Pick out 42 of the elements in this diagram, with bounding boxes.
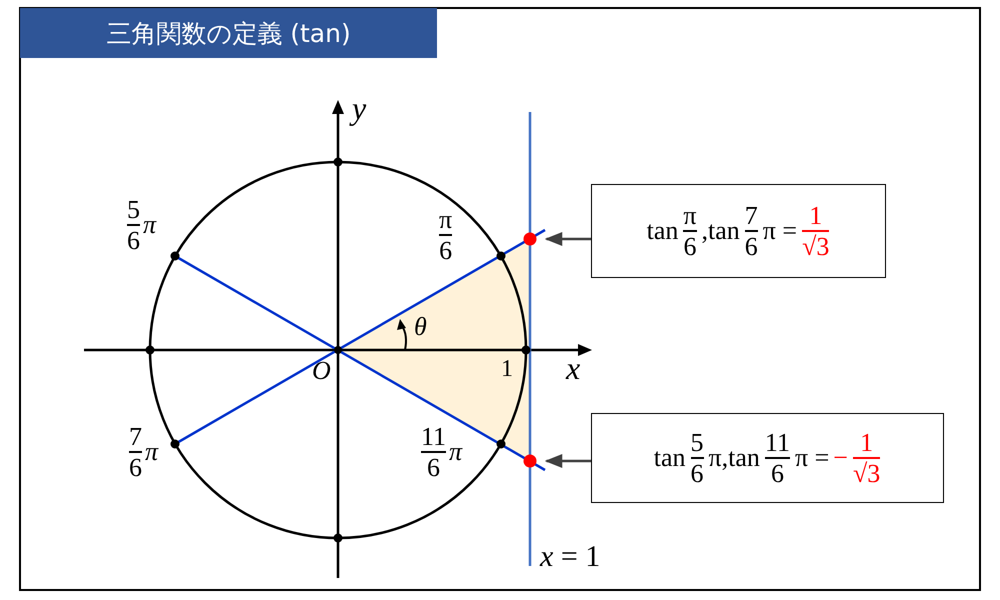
origin-label: O xyxy=(312,356,331,386)
math-text: π = xyxy=(762,216,798,246)
denominator: 6 xyxy=(683,233,696,260)
numerator: π xyxy=(683,202,697,229)
numerator: 5 xyxy=(127,196,140,224)
denominator: 6 xyxy=(129,454,142,482)
math-text: π = xyxy=(794,443,830,473)
denominator: 6 xyxy=(690,460,704,488)
arrow xyxy=(544,454,591,468)
numerator: 7 xyxy=(129,423,142,450)
intersection-point xyxy=(524,232,536,246)
numerator: 11 xyxy=(764,428,790,456)
numerator: 5 xyxy=(690,428,704,456)
math-text: − xyxy=(833,443,848,473)
angle-label: θ xyxy=(414,312,427,342)
denominator: 6 xyxy=(744,233,758,260)
title-banner: 三角関数の定義 (tan) xyxy=(20,8,437,58)
math-text: ,tan xyxy=(702,216,740,246)
formula-box xyxy=(591,184,886,278)
denominator: 6 xyxy=(439,237,452,265)
formula-box xyxy=(591,413,944,503)
numerator: 7 xyxy=(744,202,758,229)
angle-label: π xyxy=(145,437,158,468)
denominator: √3 xyxy=(802,233,830,260)
angle-label: π xyxy=(449,437,462,468)
numerator: 1 xyxy=(860,428,874,456)
math-text: tan xyxy=(654,443,686,473)
math-text: tan xyxy=(646,216,678,246)
math-text: π,tan xyxy=(708,443,760,473)
denominator: 6 xyxy=(427,454,440,482)
line-equation: x = 1 xyxy=(540,540,600,574)
angle-label: π xyxy=(143,210,156,240)
denominator: 6 xyxy=(770,460,784,488)
numerator: π xyxy=(439,206,452,234)
arrow xyxy=(544,232,591,246)
intersection-point xyxy=(524,454,536,468)
denominator: 6 xyxy=(127,227,140,255)
denominator: √3 xyxy=(852,460,880,488)
numerator: 11 xyxy=(421,423,446,450)
tick-label: 1 xyxy=(501,356,513,383)
axis-label: x xyxy=(566,350,580,387)
numerator: 1 xyxy=(809,202,822,229)
